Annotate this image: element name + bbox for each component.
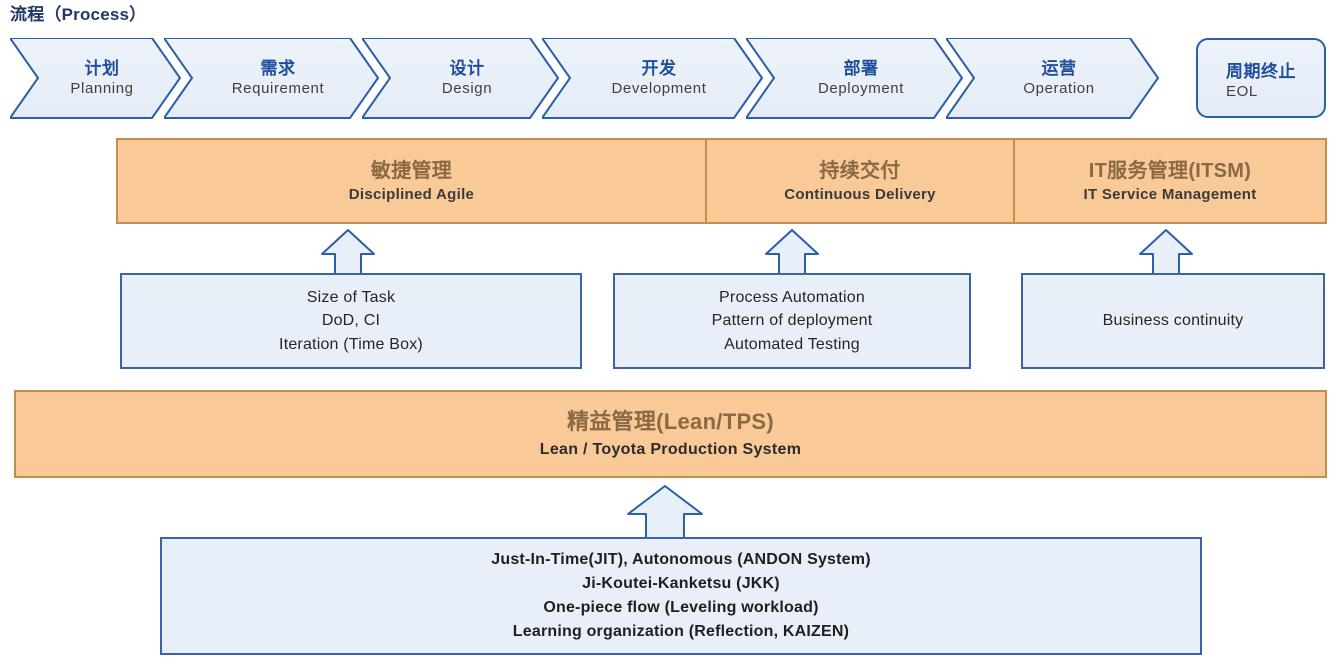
detail-box-itsm[interactable]: Business continuity (1021, 273, 1325, 369)
process-stage-requirement[interactable]: 需求 Requirement (164, 38, 378, 118)
stage-label-en: Requirement (231, 79, 325, 97)
process-stage-development[interactable]: 开发 Development (542, 38, 762, 118)
stage-label-cn: 运营 (1041, 59, 1077, 79)
practice-label-en: IT Service Management (1083, 185, 1257, 203)
detail-box-continuous-delivery[interactable]: Process Automation Pattern of deployment… (613, 273, 971, 369)
lean-label-cn: 精益管理(Lean/TPS) (566, 409, 775, 435)
up-arrow-icon-agile (320, 228, 376, 276)
lean-label-en: Lean / Toyota Production System (539, 440, 802, 458)
detail-box-agile[interactable]: Size of Task DoD, CI Iteration (Time Box… (120, 273, 582, 369)
practice-band-row: 敏捷管理 Disciplined Agile 持续交付 Continuous D… (116, 138, 1327, 224)
stage-label-cn: 计划 (84, 59, 120, 79)
stage-label-cn: 需求 (260, 59, 296, 79)
stage-label-en: Operation (1023, 79, 1095, 97)
page-title: 流程（Process） (10, 5, 147, 24)
practice-band-continuous-delivery[interactable]: 持续交付 Continuous Delivery (707, 140, 1015, 222)
detail-box-text: Size of Task DoD, CI Iteration (Time Box… (279, 289, 423, 353)
stage-label-cn: 设计 (449, 59, 485, 79)
process-stage-design[interactable]: 设计 Design (362, 38, 558, 118)
practice-label-cn: IT服务管理(ITSM) (1088, 159, 1252, 182)
stage-label-cn: 开发 (641, 59, 677, 79)
stage-label-en: EOL (1226, 82, 1258, 100)
up-arrow-icon-itsm (1138, 228, 1194, 276)
process-stage-operation[interactable]: 运营 Operation (946, 38, 1158, 118)
detail-box-text: Process Automation Pattern of deployment… (711, 289, 873, 353)
lean-band[interactable]: 精益管理(Lean/TPS) Lean / Toyota Production … (14, 390, 1327, 478)
practice-band-disciplined-agile[interactable]: 敏捷管理 Disciplined Agile (118, 140, 707, 222)
process-stage-planning[interactable]: 计划 Planning (10, 38, 180, 118)
practice-label-cn: 敏捷管理 (370, 159, 453, 182)
process-stage-eol[interactable]: 周期终止 EOL (1196, 38, 1326, 118)
detail-box-text: Business continuity (1102, 312, 1244, 330)
process-stage-row: 计划 Planning 需求 Requirement 设计 Design (0, 38, 1337, 120)
up-arrow-icon-lean (626, 484, 704, 540)
practice-band-itsm[interactable]: IT服务管理(ITSM) IT Service Management (1015, 140, 1325, 222)
stage-label-en: Development (611, 79, 707, 97)
practice-label-cn: 持续交付 (819, 159, 901, 182)
detail-box-text: Just-In-Time(JIT), Autonomous (ANDON Sys… (491, 551, 871, 640)
process-stage-deployment[interactable]: 部署 Deployment (746, 38, 962, 118)
stage-label-en: Design (441, 79, 493, 97)
stage-label-en: Deployment (817, 79, 905, 97)
stage-label-en: Planning (70, 79, 134, 97)
practice-label-en: Continuous Delivery (784, 185, 936, 203)
up-arrow-icon-cd (764, 228, 820, 276)
practice-label-en: Disciplined Agile (348, 185, 475, 203)
stage-label-cn: 部署 (843, 59, 879, 79)
stage-label-cn: 周期终止 (1226, 61, 1296, 81)
detail-box-lean-practices[interactable]: Just-In-Time(JIT), Autonomous (ANDON Sys… (160, 537, 1202, 655)
